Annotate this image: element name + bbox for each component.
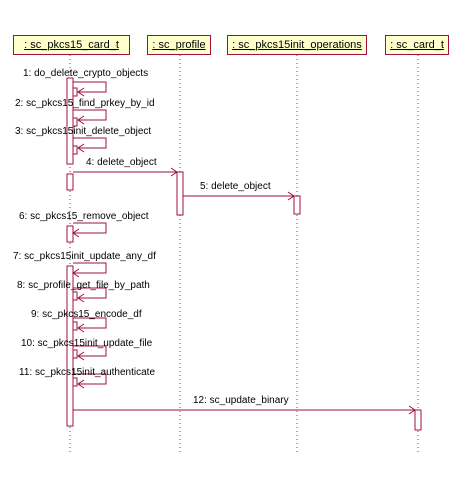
message-label-6: 6: sc_pkcs15_remove_object — [19, 211, 149, 222]
activation-bar — [66, 173, 74, 191]
activation-bar — [72, 321, 78, 331]
self-call-arrow — [73, 373, 107, 389]
activation-bar — [72, 117, 78, 127]
self-call-arrow — [73, 137, 107, 153]
lifeline-label: : sc_pkcs15_card_t — [24, 39, 119, 51]
activation-bar — [176, 171, 184, 216]
self-call-arrow — [72, 262, 107, 278]
lifeline-label: : sc_pkcs15init_operations — [232, 39, 362, 51]
lifeline-header-sccard: : sc_card_t — [385, 35, 449, 55]
message-label-9: 9: sc_pkcs15_encode_df — [31, 309, 142, 320]
message-label-8: 8: sc_profile_get_file_by_path — [17, 280, 150, 291]
message-label-3: 3: sc_pkcs15init_delete_object — [15, 126, 151, 137]
activation-bar — [293, 195, 301, 215]
lifeline-label: : sc_profile — [152, 39, 206, 51]
self-call-arrow — [73, 345, 107, 361]
lifeline-header-card: : sc_pkcs15_card_t — [13, 35, 130, 55]
activation-bar — [72, 87, 78, 97]
activation-bar — [72, 291, 78, 301]
message-label-5: 5: delete_object — [200, 181, 271, 192]
self-call-arrow — [73, 287, 107, 303]
activation-bar — [72, 377, 78, 387]
lifeline-label: : sc_card_t — [390, 39, 444, 51]
self-call-arrow — [72, 222, 107, 238]
message-label-11: 11: sc_pkcs15init_authenticate — [19, 367, 155, 378]
lifeline-header-profile: : sc_profile — [147, 35, 211, 55]
message-label-1: 1: do_delete_crypto_objects — [23, 68, 148, 79]
message-label-7: 7: sc_pkcs15init_update_any_df — [13, 251, 156, 262]
self-call-arrow — [73, 109, 107, 125]
message-label-12: 12: sc_update_binary — [193, 395, 289, 406]
activation-bar — [72, 145, 78, 155]
self-call-arrow — [73, 317, 107, 333]
self-call-arrow — [73, 81, 107, 97]
message-arrow — [183, 191, 295, 201]
message-label-10: 10: sc_pkcs15init_update_file — [21, 338, 153, 349]
activation-bar — [66, 77, 74, 165]
message-label-2: 2: sc_pkcs15_find_prkey_by_id — [15, 98, 155, 109]
lifeline-header-ops: : sc_pkcs15init_operations — [227, 35, 367, 55]
message-arrow — [73, 405, 416, 415]
message-label-4: 4: delete_object — [86, 157, 157, 168]
message-arrow — [73, 167, 178, 177]
activation-bar — [414, 409, 422, 431]
activation-bar — [72, 349, 78, 359]
activation-bar — [66, 225, 74, 243]
